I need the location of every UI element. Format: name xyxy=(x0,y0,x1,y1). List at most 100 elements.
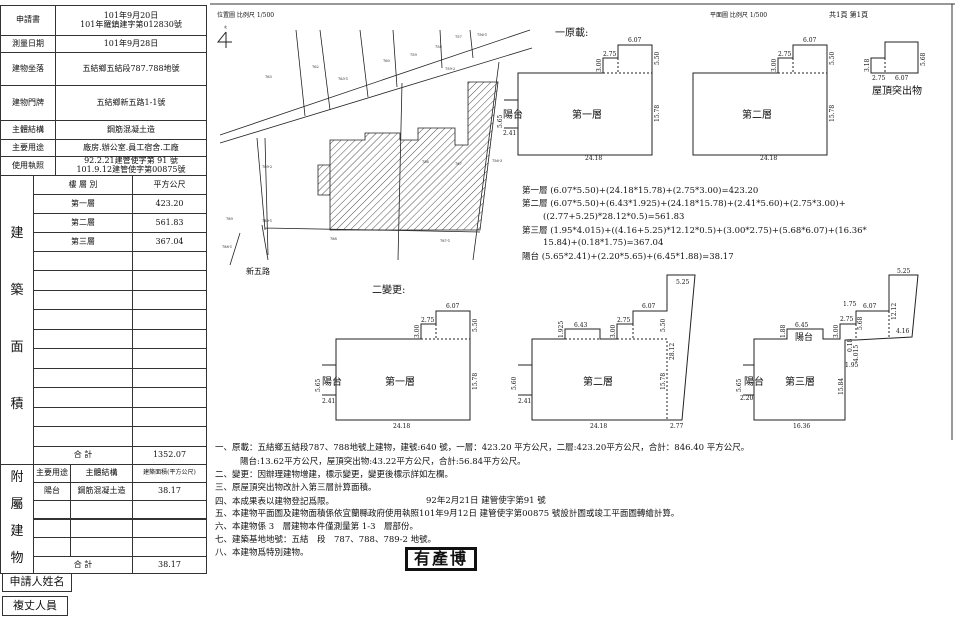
dim: 2.20 xyxy=(740,395,754,402)
dim: 2.77 xyxy=(670,423,684,430)
dim: 4.16 xyxy=(896,328,910,335)
dim: 5.68 xyxy=(857,316,864,330)
dim: 1.75 xyxy=(843,301,857,308)
dim: 24.18 xyxy=(760,155,777,162)
dim: 6.43 xyxy=(574,322,588,329)
dim: 12.12 xyxy=(891,303,898,320)
note-8: 八、本建物爲特別建物。 xyxy=(215,548,309,558)
changed-floor3-outline xyxy=(743,274,919,421)
dim: 1.95 xyxy=(845,362,859,369)
dim: 15.84 xyxy=(838,378,845,395)
note-1-cont: 陽台:13.62平方公尺，屋頂突出物:43.22平方公尺，合計:56.84平方公… xyxy=(240,457,526,467)
dim: 3.00 xyxy=(833,324,840,338)
note-7: 七、建築基地地號：五結 段 787、788、789-2 地號。 xyxy=(215,535,437,545)
dim: 5.60 xyxy=(511,376,518,390)
side-char: 建 xyxy=(10,524,24,540)
note-4: 四、本成果表以建物登記爲限。 xyxy=(215,497,335,507)
orig-floor2-label: 第二層 xyxy=(742,108,772,121)
dim: 3.00 xyxy=(414,324,421,338)
dim: 24.18 xyxy=(585,155,602,162)
note-2: 二、變更：因辦理建物增建，標示變更，變更後標示詳如左欄。 xyxy=(215,470,454,480)
dim: 2.41 xyxy=(503,130,516,137)
formula-floor2-cont: ((2.77+5.25)*28.12*0.5)=561.83 xyxy=(543,211,684,222)
dim: 15.78 xyxy=(829,105,836,122)
applicant-name-label: 申請人姓名 xyxy=(2,573,72,592)
road-label: 新五路 xyxy=(246,266,270,276)
orig-floor1-label: 第一層 xyxy=(572,108,602,121)
chg3-balcony-label: 陽台 xyxy=(744,375,764,388)
chg-floor2-label: 第二層 xyxy=(583,375,613,388)
dim: 2.75 xyxy=(778,51,792,58)
parcel-number: 789-1 xyxy=(262,219,272,223)
parcel-number: 756-1 xyxy=(477,33,487,37)
changed-title: 二變更: xyxy=(372,283,405,296)
original-title: 一原載: xyxy=(555,27,588,39)
orig-balcony-label: 陽台 xyxy=(503,108,523,121)
stamp: 有產博 xyxy=(405,547,477,571)
dim: 6.07 xyxy=(628,37,642,44)
dim: 2.75 xyxy=(840,316,854,323)
dim: 15.78 xyxy=(472,373,479,390)
dim: 5.50 xyxy=(829,51,836,65)
dim: 1.88 xyxy=(780,324,787,338)
permit-1: 92.2.21建管使字第 91 號 xyxy=(84,156,178,166)
parcel-number: 757 xyxy=(455,35,462,39)
parcel-number: 760 xyxy=(383,59,390,63)
side-char: 積 xyxy=(10,397,24,413)
parcel-number: 787-1 xyxy=(440,239,450,243)
dim: 6.07 xyxy=(863,303,877,310)
dim: 4.015 xyxy=(853,345,860,362)
changed-floor1-outline xyxy=(322,310,471,421)
dim: 2.75 xyxy=(617,317,631,324)
formula-floor3-cont: 15.84)+(0.18*1.75)=367.04 xyxy=(543,237,663,248)
side-char: 物 xyxy=(10,551,24,567)
parcel-number: 788-1 xyxy=(222,245,232,249)
side-char: 建 xyxy=(10,226,24,242)
dim: 5.65 xyxy=(315,378,322,392)
note-3: 三、原屋頂突出物改計入第三層計算面積。 xyxy=(215,483,377,493)
chg3-top-balcony-label: 陽台 xyxy=(795,331,813,343)
parcel-number: 758 xyxy=(435,45,442,49)
parcel-number: 789 xyxy=(226,217,233,221)
changed-floor2-outline xyxy=(518,274,696,421)
parcel-number: 763-1 xyxy=(338,77,348,81)
formula-floor3: 第三層 (1.95*4.015)+((4.16+5.25)*12.12*0.5)… xyxy=(522,225,868,236)
dim: 24.18 xyxy=(393,423,410,430)
formula-floor2: 第二層 (6.07*5.50)+(6.43*1.925)+(24.18*15.7… xyxy=(522,198,846,209)
dim: 5.65 xyxy=(736,378,743,392)
dim: 5.50 xyxy=(660,318,667,332)
note-1: 一、原載：五結鄉五結段787、788地號上建物，建號:640 號，一層：423.… xyxy=(215,443,750,453)
surveyor-label: 複丈人員 xyxy=(2,596,68,616)
site-map xyxy=(219,29,533,266)
location-map-title: 位置圖 比例尺 1/500 xyxy=(217,11,274,19)
chg-balcony-label: 陽台 xyxy=(322,375,342,388)
side-char: 附 xyxy=(10,470,24,486)
permit-2: 101.9.12建管使字第00875號 xyxy=(76,165,186,174)
parcel-number: 756-3 xyxy=(492,159,502,163)
dim: 5.25 xyxy=(897,268,911,275)
dim: 6.07 xyxy=(446,303,460,310)
original-roof-outline xyxy=(870,41,919,74)
parcel-number: 762 xyxy=(312,65,319,69)
dim: 2.75 xyxy=(872,75,886,82)
parcel-number: 763 xyxy=(265,75,272,79)
formula-floor1: 第一層 (6.07*5.50)+(24.18*15.78)+(2.75*3.00… xyxy=(522,185,758,196)
formula-balcony: 陽台 (5.65*2.41)+(2.20*5.65)+(6.45*1.88)=3… xyxy=(522,251,734,262)
parcel-number: 789-2 xyxy=(262,165,272,169)
dim: 6.07 xyxy=(895,75,909,82)
parcel-number: 787 xyxy=(455,162,462,166)
dim: 5.50 xyxy=(654,51,661,65)
annex-side-label: 附屬建物 xyxy=(0,464,34,574)
north-label: 北 xyxy=(224,24,227,29)
annex-empty-cell xyxy=(132,500,207,520)
note-5: 五、本建物平面圖及建物面積係依宜蘭縣政府使用執照101年9月12日 建管使字第0… xyxy=(215,509,680,519)
annex-total: 38.17 xyxy=(132,556,207,574)
dim: 0.18 xyxy=(847,338,854,352)
dim: 1.925 xyxy=(558,321,565,338)
dim: 2.41 xyxy=(518,398,531,405)
original-floor2-outline xyxy=(692,44,828,156)
side-char: 面 xyxy=(10,340,24,356)
dim: 6.07 xyxy=(803,37,817,44)
dim: 15.78 xyxy=(660,373,667,390)
dim: 3.00 xyxy=(610,324,617,338)
